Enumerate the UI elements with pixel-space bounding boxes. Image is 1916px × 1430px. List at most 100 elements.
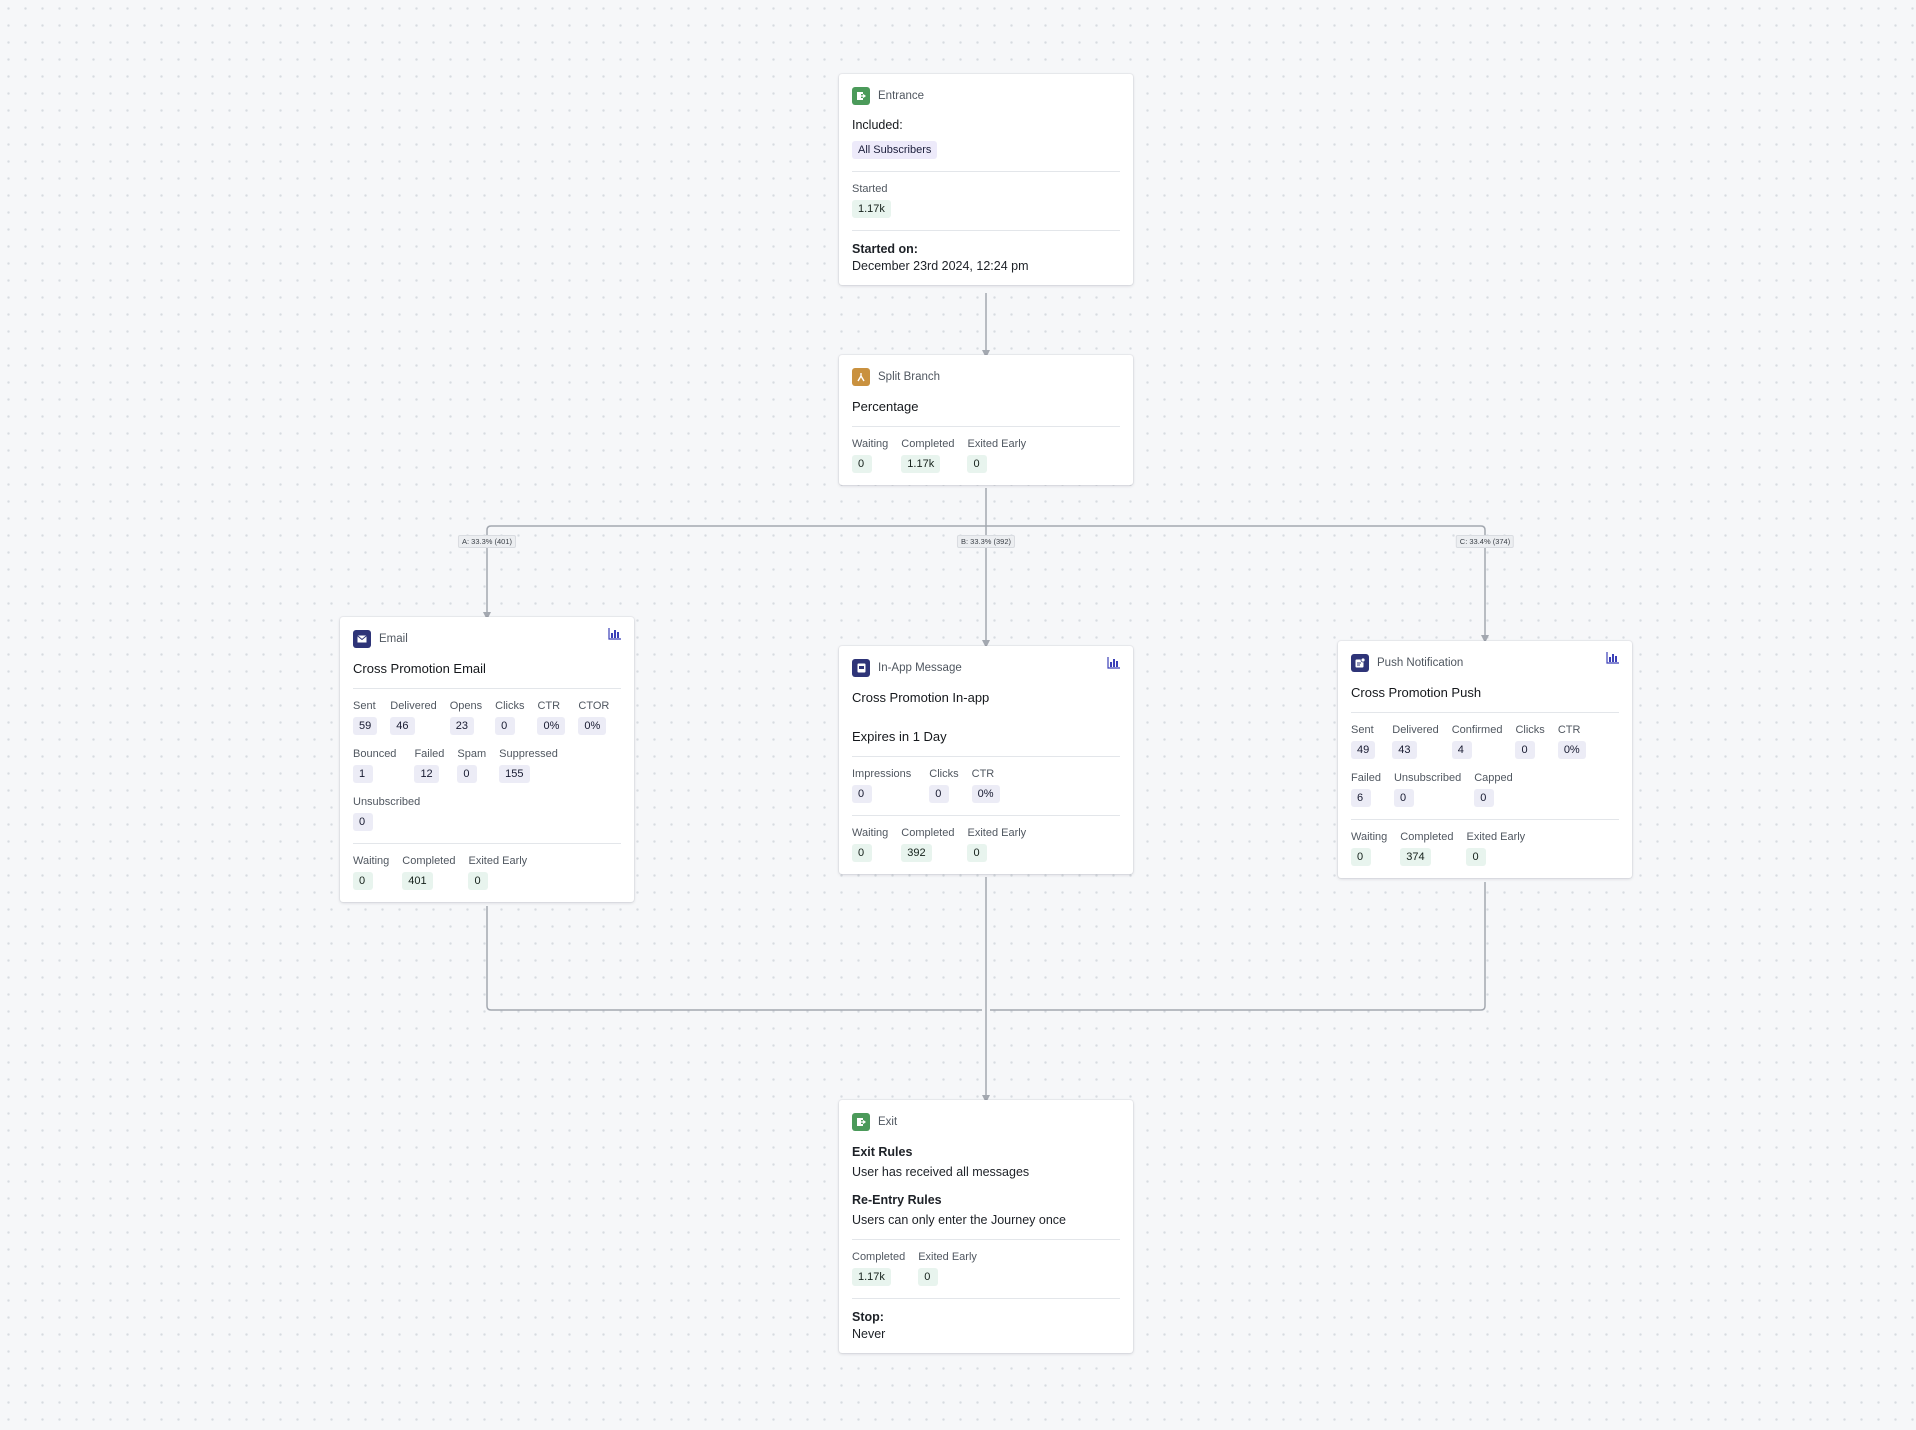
metric-label: Impressions bbox=[852, 768, 912, 780]
waiting-count: 0 bbox=[353, 872, 373, 890]
divider bbox=[852, 426, 1120, 427]
capped-count: 0 bbox=[1474, 789, 1495, 807]
node-title: Cross Promotion Push bbox=[1351, 685, 1482, 700]
metric-label: Clicks bbox=[1515, 724, 1545, 736]
ctr-value: 0% bbox=[971, 785, 1000, 803]
node-type-label: Email bbox=[379, 633, 408, 645]
suppressed-count: 155 bbox=[499, 765, 530, 783]
node-type-label: Push Notification bbox=[1377, 657, 1464, 669]
divider bbox=[852, 230, 1120, 231]
stat-label: Exited Early bbox=[967, 438, 1027, 450]
ctr-value: 0% bbox=[1557, 741, 1586, 759]
divider bbox=[353, 843, 621, 844]
metric-label: CTR bbox=[537, 700, 561, 712]
stat-label: Exited Early bbox=[1466, 831, 1526, 843]
stat-label: Waiting bbox=[852, 827, 889, 839]
envelope-icon bbox=[353, 630, 371, 648]
segment-tag: All Subscribers bbox=[852, 141, 938, 159]
edge-push-to-merge bbox=[990, 882, 1486, 1011]
node-title: Percentage bbox=[852, 399, 919, 414]
waiting-count: 0 bbox=[852, 455, 872, 473]
exit-icon bbox=[852, 1113, 870, 1131]
metric-label: Unsubscribed bbox=[1393, 772, 1462, 784]
entrance-node[interactable]: Entrance Included: All Subscribers Start… bbox=[839, 74, 1133, 285]
stat-label: Exited Early bbox=[468, 855, 528, 867]
unsubscribed-count: 0 bbox=[353, 813, 373, 831]
exited-early-count: 0 bbox=[967, 844, 988, 862]
ctor-value: 0% bbox=[578, 717, 607, 735]
split-branch-node[interactable]: Split Branch Percentage Waiting 0 Complet… bbox=[839, 355, 1133, 485]
in-app-message-node[interactable]: In-App Message Cross Promotion In-app Ex… bbox=[839, 646, 1133, 874]
stat-label: Completed bbox=[402, 855, 456, 867]
unsubscribed-count: 0 bbox=[1393, 789, 1414, 807]
started-count: 1.17k bbox=[852, 200, 891, 218]
branch-b-label: B: 33.3% (392) bbox=[956, 535, 1016, 548]
metric-label: Opens bbox=[449, 700, 483, 712]
completed-count: 1.17k bbox=[852, 1268, 891, 1286]
stat-label: Completed bbox=[901, 438, 955, 450]
branch-a-label: A: 33.3% (401) bbox=[457, 535, 517, 548]
divider bbox=[852, 1298, 1120, 1299]
exit-node[interactable]: Exit Exit Rules User has received all me… bbox=[839, 1100, 1133, 1353]
split-branch-icon bbox=[852, 368, 870, 386]
clicks-count: 0 bbox=[495, 717, 516, 735]
impressions-count: 0 bbox=[852, 785, 872, 803]
metric-label: Sent bbox=[1351, 724, 1374, 736]
metric-label: Failed bbox=[414, 748, 445, 760]
exited-early-count: 0 bbox=[468, 872, 489, 890]
failed-count: 6 bbox=[1351, 789, 1371, 807]
completed-count: 1.17k bbox=[901, 455, 941, 473]
push-notification-node[interactable]: Push Notification Cross Promotion Push S… bbox=[1338, 641, 1632, 878]
divider bbox=[852, 171, 1120, 172]
node-type-label: Split Branch bbox=[878, 371, 941, 383]
exit-rules-value: User has received all messages bbox=[852, 1165, 1030, 1179]
stat-label: Completed bbox=[852, 1251, 906, 1263]
opens-count: 23 bbox=[449, 717, 474, 735]
in-app-message-icon bbox=[852, 659, 870, 677]
failed-count: 12 bbox=[414, 765, 439, 783]
metric-label: Clicks bbox=[929, 768, 959, 780]
metric-label: Suppressed bbox=[499, 748, 558, 760]
metric-label: CTR bbox=[971, 768, 995, 780]
stat-label: Completed bbox=[901, 827, 955, 839]
completed-count: 392 bbox=[901, 844, 932, 862]
node-type-label: In-App Message bbox=[878, 662, 962, 674]
bar-chart-icon[interactable] bbox=[608, 627, 621, 645]
divider bbox=[1351, 819, 1619, 820]
metric-label: Delivered bbox=[390, 700, 437, 712]
bar-chart-icon[interactable] bbox=[1606, 651, 1619, 669]
push-notification-icon bbox=[1351, 654, 1369, 672]
node-type-label: Entrance bbox=[878, 90, 925, 102]
metric-label: Failed bbox=[1351, 772, 1381, 784]
metric-label: Confirmed bbox=[1451, 724, 1503, 736]
divider bbox=[852, 756, 1120, 757]
exited-early-count: 0 bbox=[1466, 848, 1487, 866]
waiting-count: 0 bbox=[1351, 848, 1371, 866]
node-title: Cross Promotion In-app bbox=[852, 690, 990, 705]
completed-count: 374 bbox=[1400, 848, 1431, 866]
metric-label: Delivered bbox=[1392, 724, 1439, 736]
started-on-label: Started on: bbox=[852, 242, 918, 256]
divider bbox=[353, 688, 621, 689]
bar-chart-icon[interactable] bbox=[1107, 656, 1120, 674]
stat-label: Exited Early bbox=[918, 1251, 977, 1263]
reentry-rules-label: Re-Entry Rules bbox=[852, 1193, 942, 1207]
metric-label: Clicks bbox=[495, 700, 525, 712]
branch-c-label: C: 33.4% (374) bbox=[1455, 535, 1515, 548]
stat-label: Started bbox=[852, 183, 888, 195]
stat-label: Completed bbox=[1400, 831, 1454, 843]
edge-email-to-merge bbox=[486, 906, 982, 1011]
clicks-count: 0 bbox=[929, 785, 950, 803]
divider bbox=[1351, 712, 1619, 713]
clicks-count: 0 bbox=[1515, 741, 1536, 759]
stat-label: Waiting bbox=[852, 438, 889, 450]
sent-count: 49 bbox=[1351, 741, 1376, 759]
expiry-text: Expires in 1 Day bbox=[852, 729, 947, 744]
stat-label: Waiting bbox=[1351, 831, 1388, 843]
exited-early-count: 0 bbox=[967, 455, 988, 473]
metric-label: Sent bbox=[353, 700, 376, 712]
exit-rules-label: Exit Rules bbox=[852, 1145, 913, 1159]
confirmed-count: 4 bbox=[1451, 741, 1472, 759]
